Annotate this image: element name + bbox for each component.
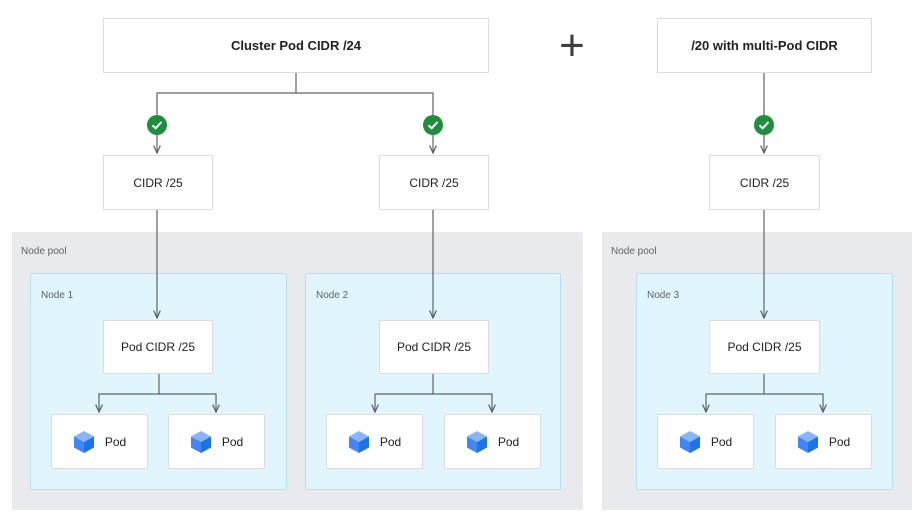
pod-label: Pod [710,434,733,449]
pod-box: Pod [51,414,148,469]
cube-icon [190,430,211,453]
pod-label: Pod [104,434,127,449]
pod-cidr-box: Pod CIDR /25 [379,320,489,374]
node-pool-label: Node pool [21,246,67,257]
pod-box: Pod [775,414,872,469]
pod-cidr-box: Pod CIDR /25 [709,320,820,374]
pod-label: Pod [379,434,402,449]
check-circle-icon [147,115,167,135]
pod-box: Pod [657,414,754,469]
cluster-pod-cidr-box: Cluster Pod CIDR /24 [103,18,489,73]
pod-box: Pod [168,414,265,469]
pod-label: Pod [221,434,244,449]
node-pool-label: Node pool [611,246,657,257]
cube-icon [797,430,818,453]
plus-sign: + [559,21,585,70]
cidr-box: CIDR /25 [379,155,489,210]
cube-icon [73,430,94,453]
cidr-box: CIDR /25 [103,155,213,210]
check-circle-icon [423,115,443,135]
check-circle-icon [754,115,774,135]
node-label: Node 3 [647,290,680,301]
pod-box: Pod [326,414,423,469]
node-label: Node 2 [316,290,349,301]
cube-icon [348,430,369,453]
multi-pod-cidr-box: /20 with multi-Pod CIDR [657,18,872,73]
pod-box: Pod [444,414,541,469]
pod-cidr-box: Pod CIDR /25 [103,320,213,374]
pod-label: Pod [828,434,851,449]
cube-icon [679,430,700,453]
cube-icon [466,430,487,453]
pod-label: Pod [497,434,520,449]
node-label: Node 1 [41,290,74,301]
cidr-box: CIDR /25 [709,155,820,210]
